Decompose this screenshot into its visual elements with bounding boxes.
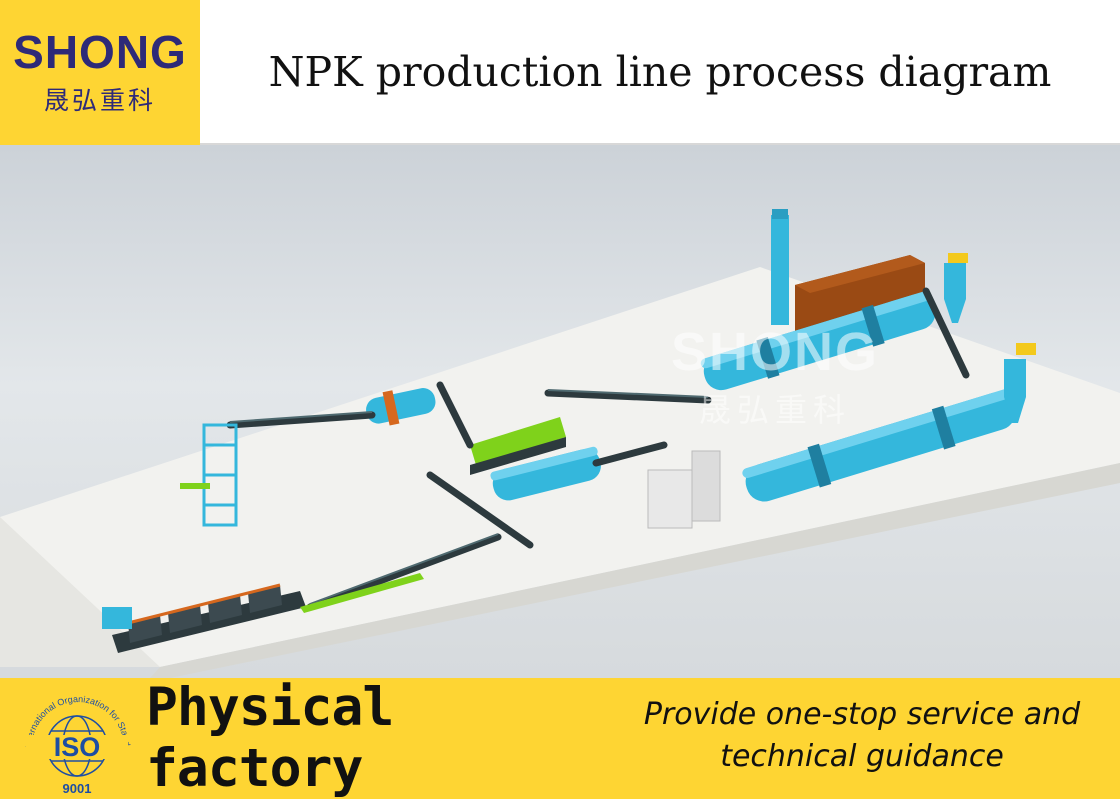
- floor-slab-edge: [150, 463, 1120, 678]
- chimney-cap: [772, 209, 788, 219]
- elevator-tower: [202, 423, 238, 527]
- batching-bins-rim: [127, 583, 281, 625]
- rotary-dryer-upper: [700, 291, 936, 391]
- furnace-top: [795, 255, 925, 293]
- batching-bins: [112, 585, 306, 653]
- cyclone-upper: [944, 253, 968, 323]
- packaging-machine: [647, 450, 721, 529]
- iso-mark: ISO: [54, 732, 101, 762]
- chimney: [771, 215, 789, 325]
- plant-illustration: [0, 209, 1120, 678]
- mixer: [366, 388, 436, 426]
- service-line-2: technical guidance: [720, 739, 1004, 774]
- screening-frame: [470, 437, 566, 475]
- service-line-1: Provide one-stop service and: [643, 697, 1081, 732]
- header-divider: [200, 143, 1120, 145]
- bagging-platform: [180, 483, 210, 489]
- service-tagline: Provide one-stop service and technical g…: [612, 694, 1112, 778]
- factory-label: Physical factory: [146, 677, 394, 799]
- logo-chinese-text: 晟弘重科: [43, 85, 156, 115]
- iso-number: 9001: [63, 781, 92, 796]
- brand-logo: SHONG 晟弘重科: [0, 0, 200, 145]
- conveyor-highlights: [229, 389, 709, 605]
- floor-slab-front: [0, 517, 160, 667]
- production-line-render: SHONG 晟弘重科: [0, 145, 1120, 678]
- batching-rail: [300, 573, 424, 613]
- drum-granulator: [490, 446, 601, 501]
- loader-unit: [102, 607, 132, 629]
- iso-badge: International Organization for Standardi…: [18, 686, 132, 796]
- page-title: NPK production line process diagram: [268, 47, 1052, 96]
- cyclone-lower: [1004, 343, 1036, 423]
- logo-brand-text: SHONG: [13, 25, 187, 78]
- screening-machine: [470, 417, 566, 465]
- rotary-cooler-lower: [742, 389, 1016, 502]
- footer-banner: International Organization for Standardi…: [0, 677, 1120, 799]
